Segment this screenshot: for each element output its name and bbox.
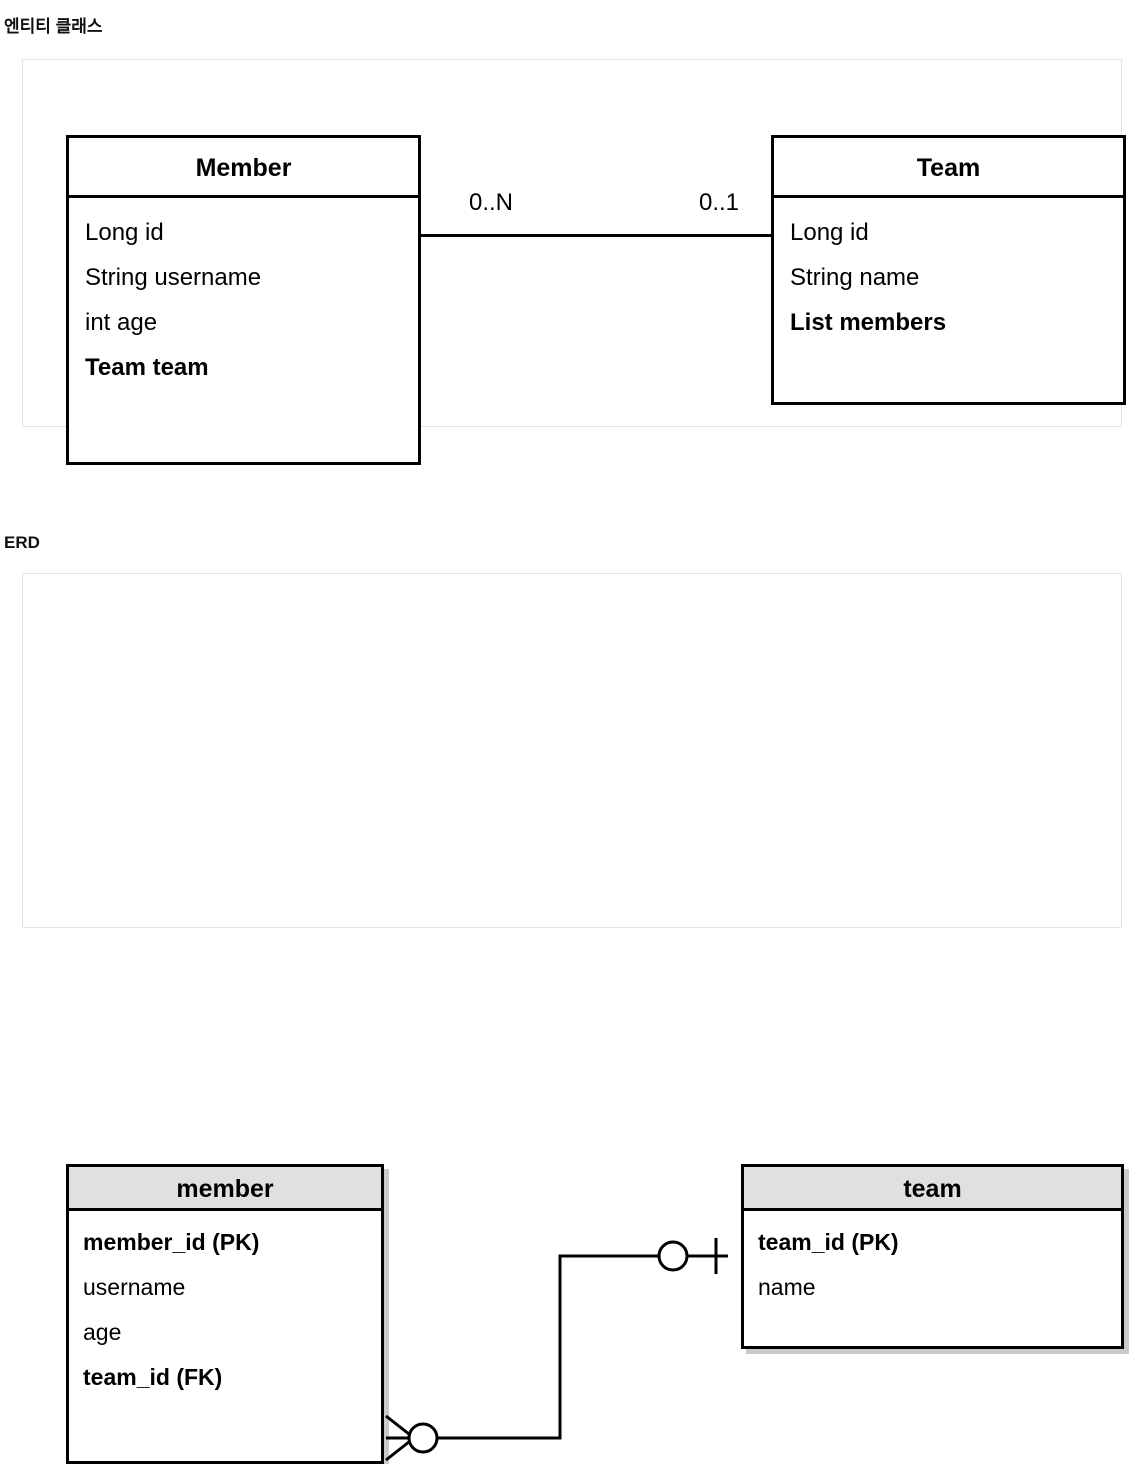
erd-table-member-columns: member_id (PK) username age team_id (FK) [69, 1211, 381, 1409]
uml-class-team-title: Team [774, 138, 1123, 198]
uml-field: String name [790, 264, 920, 291]
erd-column: member_id (PK) [83, 1229, 260, 1255]
erd-column: username [83, 1274, 186, 1300]
uml-class-member-fields: Long id String username int age Team tea… [69, 198, 418, 402]
uml-class-member-title: Member [69, 138, 418, 198]
erd-section-heading: ERD [4, 533, 40, 552]
entity-class-panel: Member Long id String username int age T… [22, 59, 1126, 465]
uml-field: String username [85, 264, 262, 291]
erd-column: name [758, 1274, 816, 1300]
zero-circle-icon [407, 1422, 439, 1454]
erd-table-team: team team_id (PK) name [741, 1164, 1124, 1349]
zero-circle-icon [657, 1240, 689, 1272]
uml-field: Long id [790, 219, 869, 246]
entity-class-section-heading: 엔티티 클래스 [4, 17, 103, 36]
uml-class-member: Member Long id String username int age T… [66, 135, 421, 465]
uml-class-team-fields: Long id String name List members [774, 198, 1123, 357]
association-line [420, 234, 772, 237]
uml-field: int age [85, 309, 158, 336]
association-multiplicity-source: 0..N [469, 189, 514, 216]
erd-relationship-connector [385, 1238, 728, 1462]
erd-column: team_id (FK) [83, 1364, 223, 1390]
erd-column: age [83, 1319, 122, 1345]
uml-field: List members [790, 309, 947, 336]
uml-field: Team team [85, 354, 209, 381]
erd-column: team_id (PK) [758, 1229, 899, 1255]
relationship-path [423, 1254, 673, 1440]
erd-table-team-columns: team_id (PK) name [744, 1211, 1121, 1319]
uml-field: Long id [85, 219, 164, 246]
uml-class-team: Team Long id String name List members [771, 135, 1126, 405]
association-multiplicity-target: 0..1 [699, 189, 740, 216]
erd-panel: member member_id (PK) username age team_… [22, 573, 1124, 1464]
erd-table-team-title: team [744, 1167, 1121, 1211]
erd-table-member: member member_id (PK) username age team_… [66, 1164, 384, 1464]
erd-table-member-title: member [69, 1167, 381, 1211]
